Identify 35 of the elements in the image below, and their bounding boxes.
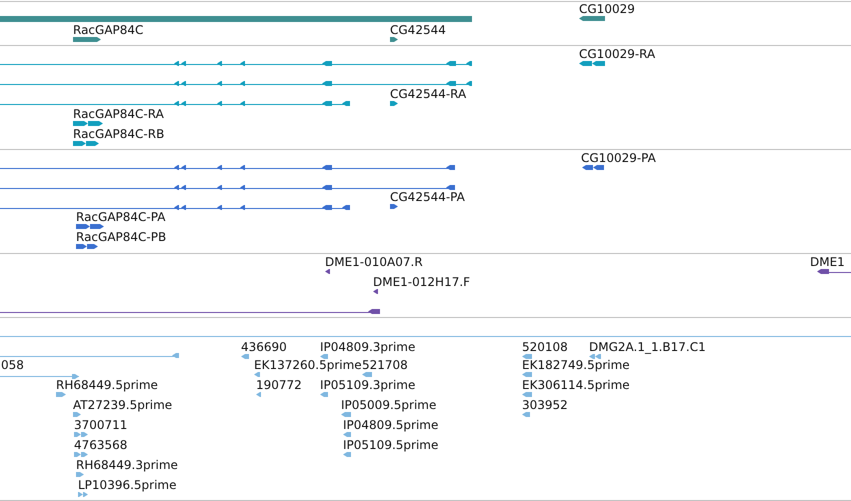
feature-label: CG10029-RA: [579, 47, 656, 61]
feature-label: 4763568: [74, 438, 128, 452]
feature-label: RH68449.3prime: [76, 458, 178, 472]
feature-label: 190772: [256, 378, 302, 392]
feature-label: RacGAP84C-PB: [76, 230, 166, 244]
feature-label: RacGAP84C-PA: [76, 210, 166, 224]
feature-label: RH68449.5prime: [56, 378, 158, 392]
feature-label: 3700711: [74, 418, 128, 432]
feature-label: RacGAP84C-RB: [73, 127, 164, 141]
feature-label: CG10029: [579, 2, 635, 16]
feature-label: CG42544: [390, 23, 446, 37]
feature-label: CG10029-PA: [581, 151, 656, 165]
feature-label: LP10396.5prime: [78, 478, 177, 492]
feature-label: EK137260.5prime: [254, 358, 362, 372]
feature-label: RacGAP84C-RA: [73, 107, 164, 121]
feature-label: 520108: [522, 340, 568, 354]
feature-label: IP04809.5prime: [343, 418, 438, 432]
feature-label: IP05109.5prime: [343, 438, 438, 452]
feature-label: CG42544-RA: [390, 87, 466, 101]
feature-label: DMG2A.1_1.B17.C1: [589, 340, 706, 354]
feature-label: 436690: [241, 340, 287, 354]
feature-label: 303952: [522, 398, 568, 412]
feature-label: DME1-012H17.F: [373, 275, 470, 289]
feature-label: DME1: [810, 255, 845, 269]
feature-label: DME1-010A07.R: [325, 255, 423, 269]
feature-label: EK182749.5prime: [522, 358, 630, 372]
feature-label: 058: [1, 358, 24, 372]
feature-label: IP04809.3prime: [320, 340, 416, 354]
feature-label: EK306114.5prime: [522, 378, 630, 392]
feature-label: RacGAP84C: [73, 23, 144, 37]
feature-label: AT27239.5prime: [73, 398, 172, 412]
feature-label: IP05109.3prime: [320, 378, 416, 392]
feature-label: CG42544-PA: [390, 190, 465, 204]
feature-label: IP05009.5prime: [341, 398, 436, 412]
feature-label: 521708: [362, 358, 408, 372]
